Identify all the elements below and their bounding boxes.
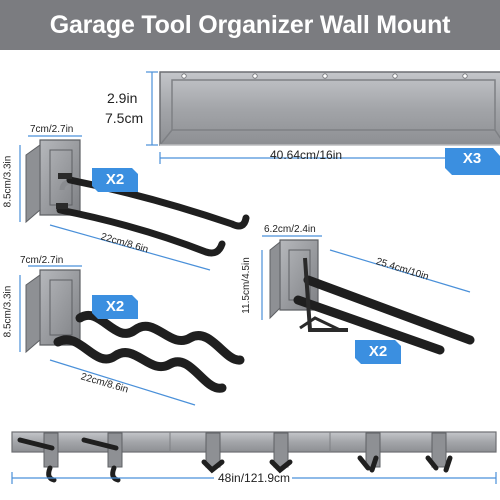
long-hook-width-label: 6.2cm/2.4in [264, 224, 316, 235]
page-title: Garage Tool Organizer Wall Mount [49, 11, 451, 39]
wavy-hook-height-label: 8.5cm/3.3in [2, 285, 14, 338]
double-hook-quantity-badge [92, 168, 138, 192]
rail-illustration [159, 71, 500, 146]
title-bar [0, 0, 500, 50]
rail-quantity: X3 [462, 150, 482, 167]
assembly-length-dimension [11, 472, 497, 484]
long-hook-height-label: 11.5cm/4.5in [240, 257, 252, 314]
double-hook-width-label: 7cm/2.7in [30, 124, 74, 135]
double-hook-quantity: X2 [105, 171, 125, 188]
long-hook-quantity-badge [355, 340, 401, 364]
wavy-hook-illustration [25, 269, 245, 393]
assembly-illustration [11, 431, 497, 483]
rail-height-dimension [146, 71, 158, 146]
rail-length-dimension [159, 152, 445, 164]
wavy-hook-dimensions [19, 265, 196, 406]
assembly-length-label: 48in/121.9cm [218, 471, 291, 485]
long-hook-illustration [269, 239, 475, 355]
double-hook-illustration [25, 139, 250, 257]
long-hook-dimensions [261, 235, 471, 320]
long-hook-quantity: X2 [368, 343, 388, 360]
wavy-hook-quantity-badge [92, 295, 138, 319]
wavy-hook-width-label: 7cm/2.7in [20, 255, 64, 266]
wavy-hook-quantity: X2 [105, 298, 125, 315]
rail-height-cm-label: 7.5cm [105, 110, 144, 126]
double-hook-height-label: 8.5cm/3.3in [2, 155, 14, 208]
rail-quantity-badge [445, 148, 500, 175]
rail-height-in-label: 2.9in [107, 90, 138, 106]
double-hook-dimensions [19, 135, 211, 271]
rail-length-label: 40.64cm/16in [270, 148, 343, 162]
